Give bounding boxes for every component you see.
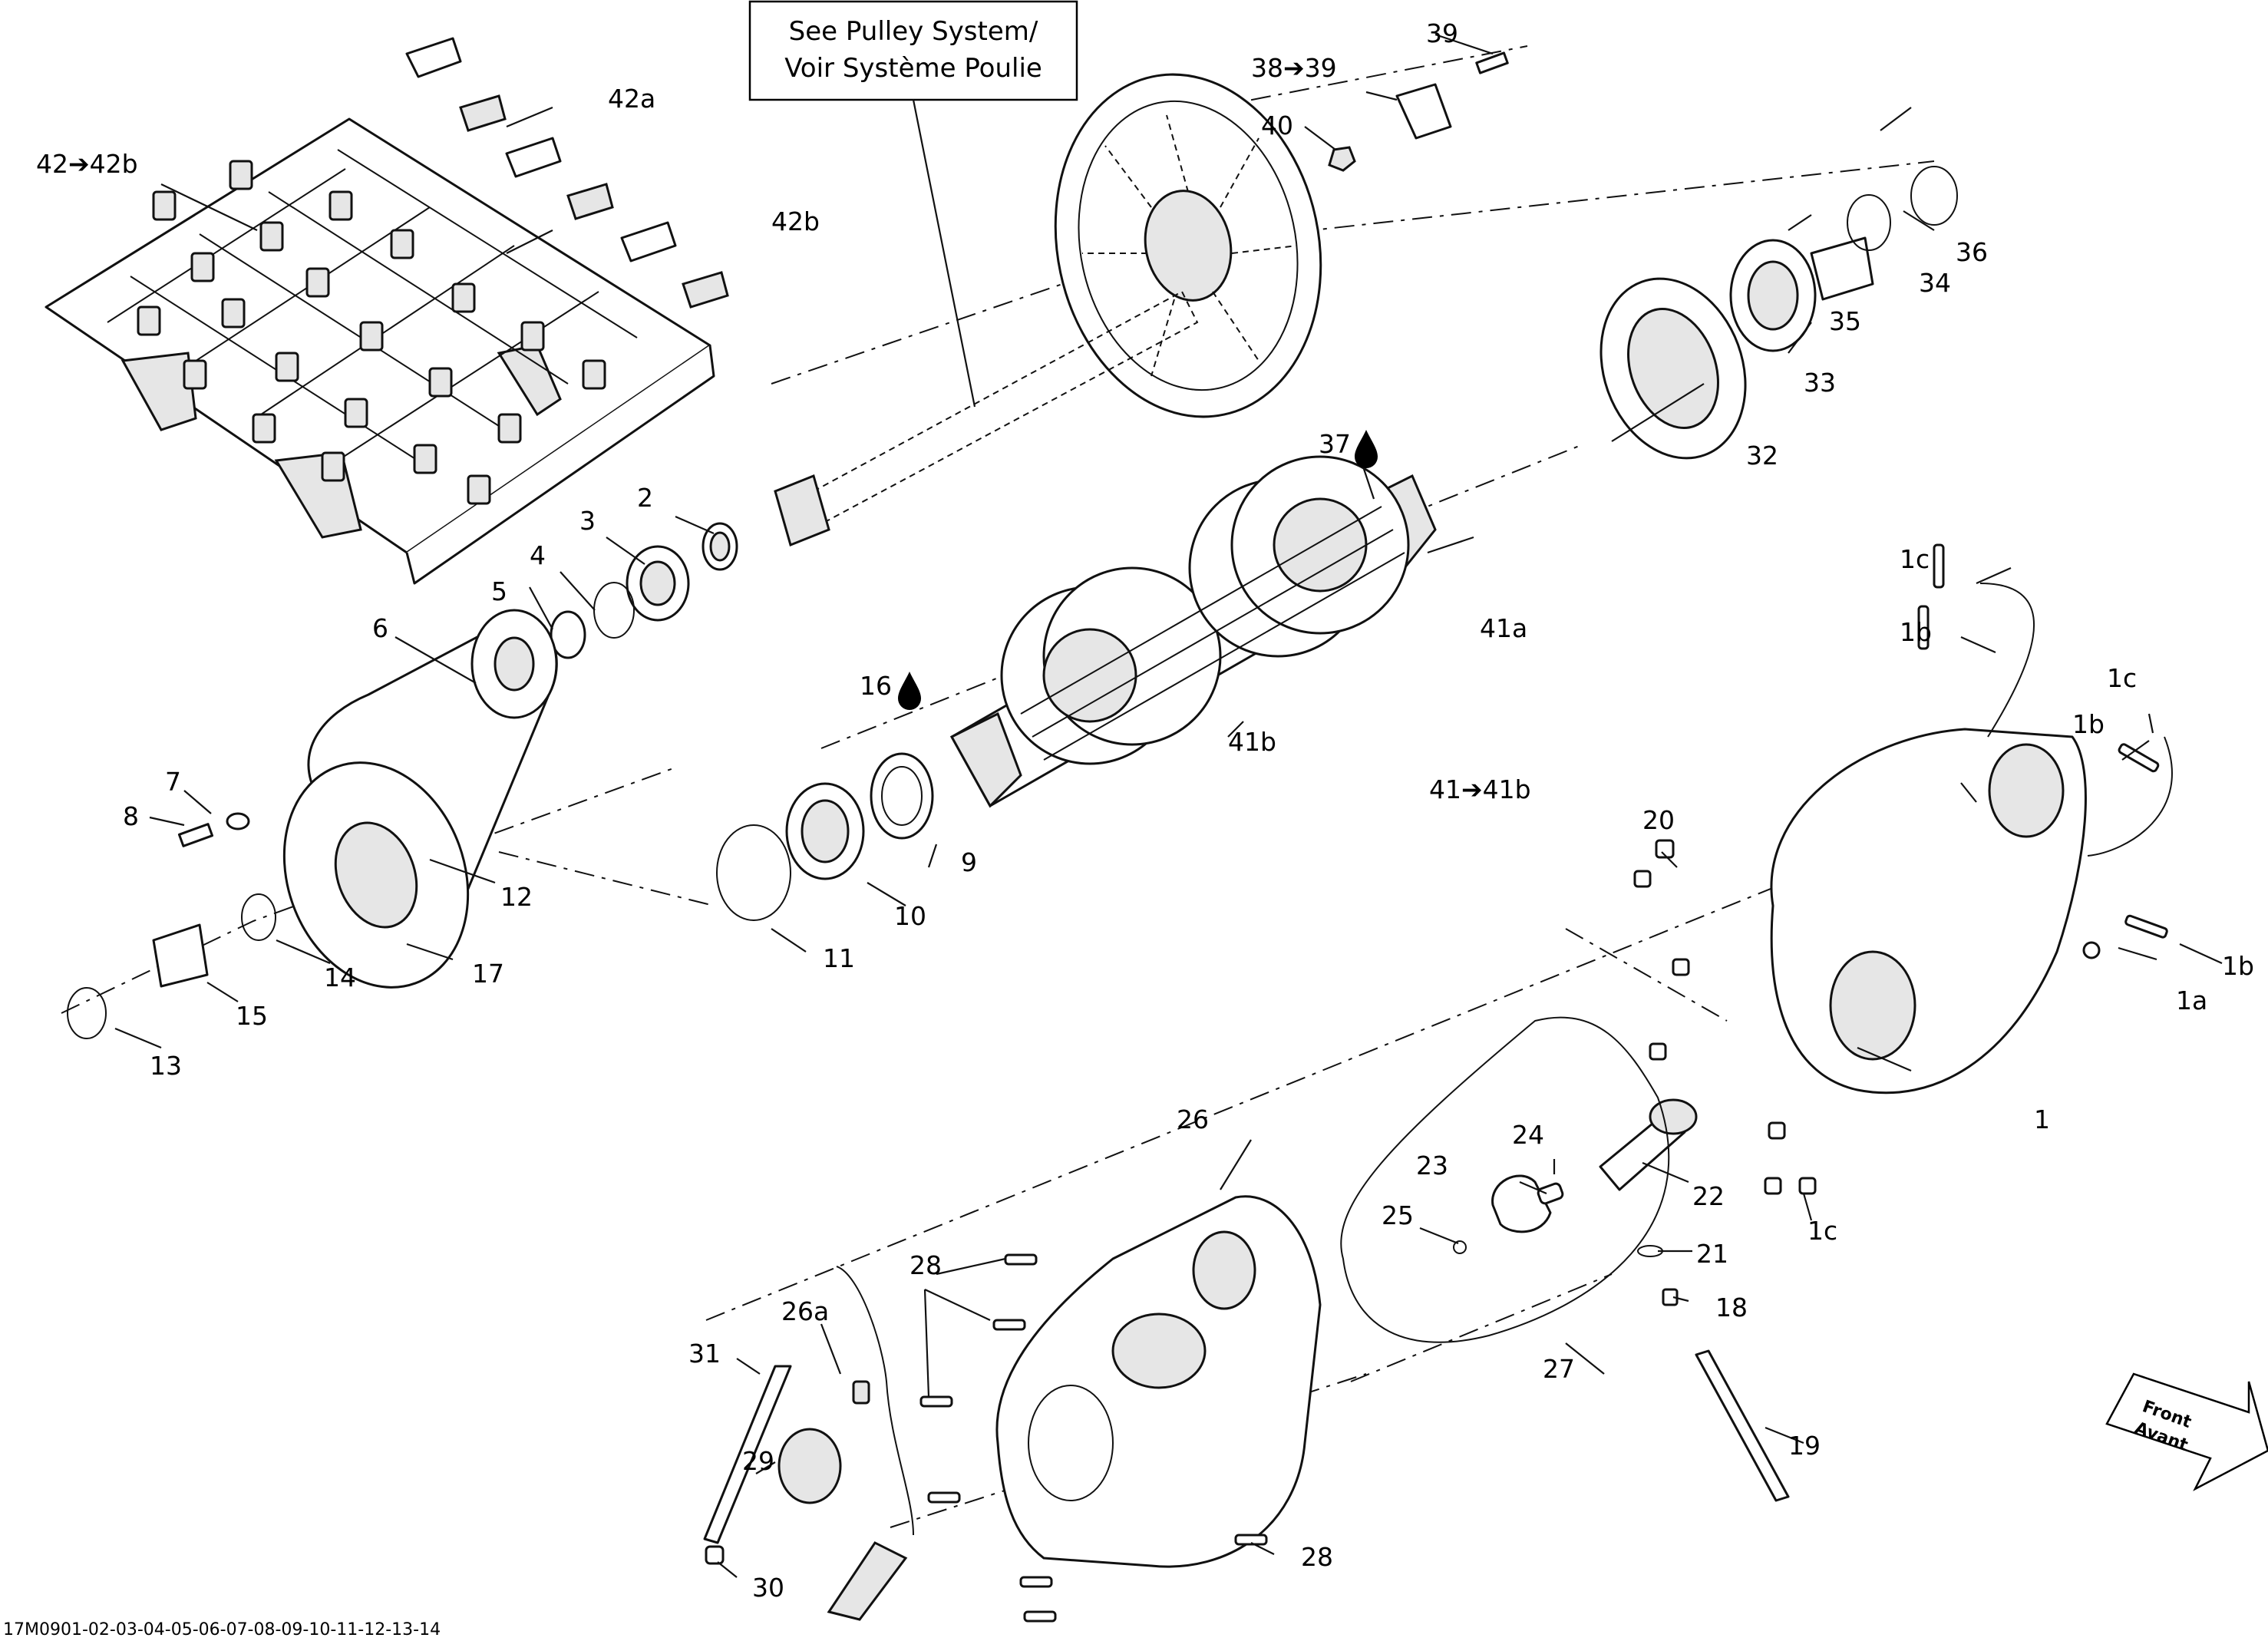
label-15: 15 [236,1001,268,1031]
label-30: 30 [752,1573,784,1603]
chain-drive [67,609,558,1039]
label-1c-upper: 1c [2107,663,2137,693]
label-13: 13 [150,1051,182,1081]
label-28-bottom: 28 [1301,1542,1333,1572]
gasket-27 [1340,1016,1670,1343]
bearings-and-seals [550,522,934,921]
right-end-bearing-parts [1328,51,1958,460]
label-33: 33 [1804,368,1836,398]
label-27: 27 [1543,1354,1575,1384]
label-28-top: 28 [910,1250,942,1280]
label-12: 12 [500,882,533,912]
label-37: 37 [1319,429,1351,459]
label-1c-top: 1c [1900,544,1930,574]
label-40: 40 [1261,111,1293,140]
label-1a: 1a [2176,986,2207,1015]
label-41-to-41b: 41➔41b [1429,774,1531,804]
label-11: 11 [823,943,855,973]
label-17: 17 [472,959,504,989]
label-42b: 42b [771,206,820,236]
label-26a: 26a [781,1296,829,1326]
label-23: 23 [1416,1151,1448,1180]
callout-line-2: Voir Système Poulie [784,53,1042,84]
label-19: 19 [1788,1431,1821,1461]
label-18: 18 [1715,1293,1748,1322]
label-2: 2 [637,483,653,513]
label-39: 39 [1426,18,1458,48]
label-9: 9 [961,847,977,877]
label-34: 34 [1919,268,1951,298]
label-31: 31 [688,1339,721,1369]
label-29: 29 [742,1446,774,1476]
label-42-to-42b: 42➔42b [36,149,138,179]
label-5: 5 [491,576,507,606]
part-labels: 1 1a 1b 1b 1b 1c 1c 1c 2 3 4 5 6 7 8 9 1… [36,18,2254,1603]
label-21: 21 [1696,1239,1728,1269]
label-14: 14 [324,962,356,992]
drive-axle-41 [949,455,1437,808]
oil-level-parts [703,1266,914,1621]
leader-lines [114,33,2223,1578]
chain-tensioner [1453,1098,1790,1502]
chaincase-cover [919,1195,1322,1623]
oil-drop-icon-37 [1355,430,1378,468]
label-1c-bottom: 1c [1807,1216,1837,1246]
label-8: 8 [123,801,139,831]
label-10: 10 [894,901,926,931]
label-1: 1 [2034,1104,2050,1134]
label-25: 25 [1382,1200,1414,1230]
label-35: 35 [1829,306,1861,336]
label-4: 4 [530,540,546,570]
label-16: 16 [860,671,892,701]
label-36: 36 [1956,237,1988,267]
chaincase-housing [1633,543,2173,1195]
drawing-number: 17M0901-02-03-04-05-06-07-08-09-10-11-12… [3,1620,441,1639]
track-clips [405,37,729,309]
label-26: 26 [1177,1104,1209,1134]
pulley-wheel [774,73,1322,547]
label-41a: 41a [1480,613,1527,643]
label-1b-right: 1b [2222,951,2254,981]
label-41b: 41b [1228,727,1276,757]
oil-drop-icon-16 [898,672,921,710]
label-1b-upper: 1b [2072,709,2105,739]
label-20: 20 [1642,805,1675,835]
label-22: 22 [1692,1181,1725,1211]
label-6: 6 [372,613,388,643]
track-assembly [45,117,715,585]
label-7: 7 [165,767,181,797]
label-38-to-39: 38➔39 [1251,53,1337,83]
label-42a: 42a [608,84,655,114]
label-1b-top: 1b [1900,617,1932,647]
label-32: 32 [1746,441,1778,471]
callout-line-1: See Pulley System/ [789,16,1038,47]
label-3: 3 [579,506,596,536]
label-24: 24 [1512,1120,1544,1150]
front-arrow: Front Avant [2105,1372,2268,1491]
pulley-callout-box: See Pulley System/ Voir Système Poulie [748,0,1078,408]
